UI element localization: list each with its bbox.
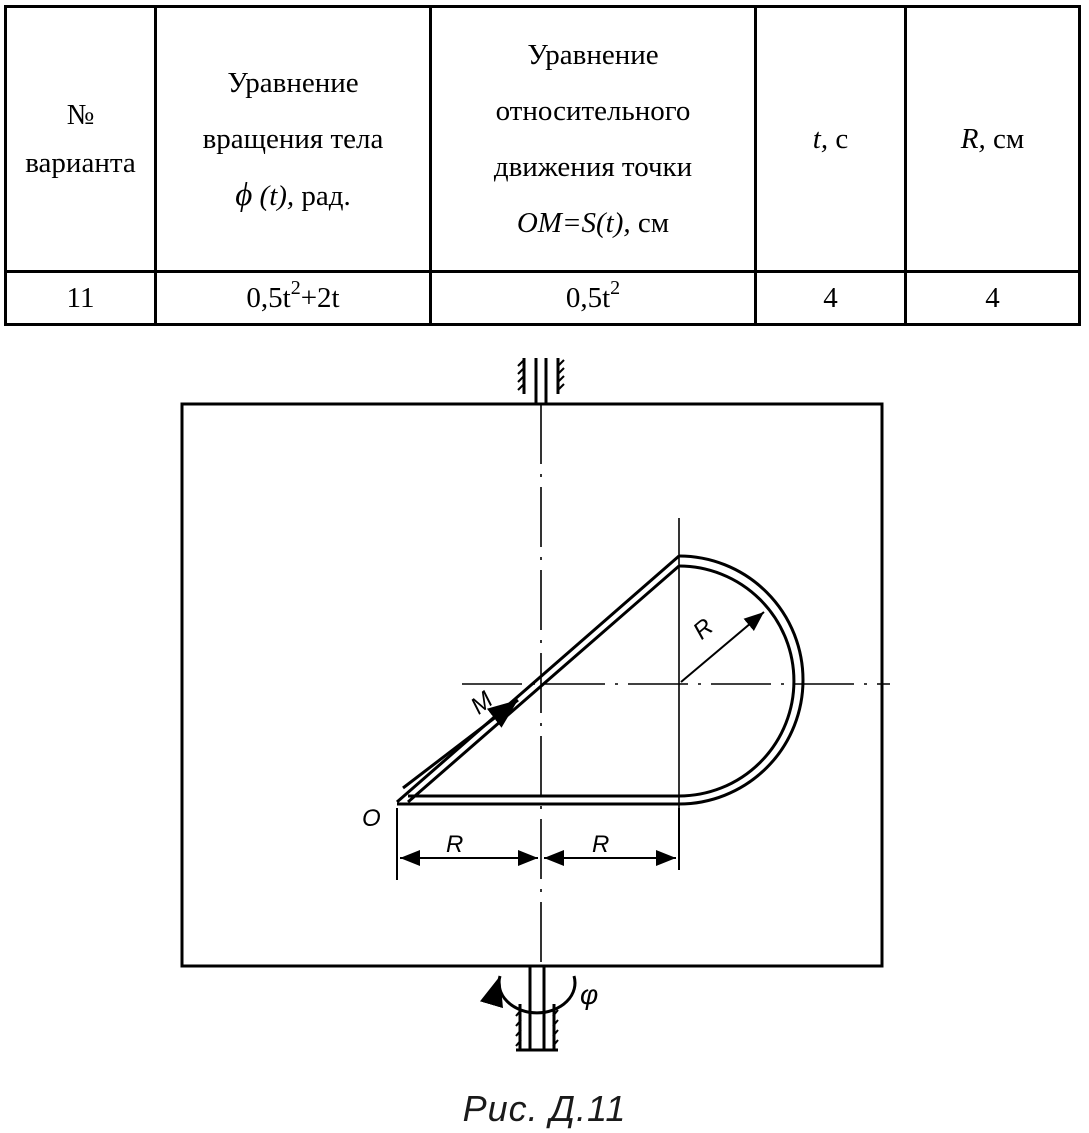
rotation-arrow (480, 975, 577, 1015)
radius-symbol: R, (960, 123, 986, 155)
header-relative-line2: относительного (495, 95, 691, 127)
radius-arrow (680, 611, 765, 683)
rotation-tail: +2t (300, 282, 340, 314)
header-time: t, с (754, 5, 907, 273)
relative-unit: см (637, 207, 670, 239)
header-relative-line3: движения точки (493, 151, 693, 183)
top-bearing (517, 358, 565, 404)
figure-caption: Рис. Д.11 (462, 1088, 627, 1129)
label-phi: φ (580, 979, 598, 1010)
relative-expression: OM=S(t), (516, 207, 631, 239)
label-r-arc: R (688, 613, 719, 645)
header-relative-motion-equation: Уравнение относительного движения точки … (429, 5, 757, 273)
dimension-lines (396, 808, 680, 880)
relative-motion-arrow (402, 698, 519, 790)
header-variant-no-sign: № (66, 99, 95, 131)
rotation-unit: рад. (301, 179, 351, 212)
cell-variant: 11 (4, 270, 157, 326)
time-symbol: t, (812, 123, 829, 155)
mechanism-figure: O M R R R φ (0, 340, 1089, 1133)
label-r-right: R (592, 831, 609, 858)
cell-time: 4 (754, 270, 907, 326)
table-header-row: № варианта Уравнение вращения тела ϕ (t)… (4, 5, 1081, 273)
bottom-bearing (515, 966, 559, 1052)
variant-table: № варианта Уравнение вращения тела ϕ (t)… (4, 5, 1081, 326)
relative-exponent: 2 (610, 277, 621, 300)
header-rotation-line2: вращения тела (202, 122, 384, 155)
mechanism-drawing: O M R R R φ (180, 358, 890, 1052)
channel (396, 554, 805, 806)
table-row: 11 0,5t2+2t 0,5t2 4 4 (4, 270, 1081, 326)
rotation-exponent: 2 (290, 277, 301, 300)
header-relative-line1: Уравнение (527, 39, 659, 71)
header-rotation-line3: ϕ (t), рад. (157, 167, 429, 224)
header-rotation-equation: Уравнение вращения тела ϕ (t), рад. (154, 5, 432, 273)
rotating-plate (180, 402, 884, 968)
rotation-argument: (t), (259, 179, 295, 212)
label-o: O (362, 805, 381, 832)
header-variant-no: № варианта (4, 5, 157, 273)
time-unit: с (835, 123, 849, 155)
relative-base: 0,5t (565, 282, 611, 314)
phi-symbol: ϕ (235, 176, 253, 213)
radius-unit: см (992, 123, 1025, 155)
label-r-left: R (446, 831, 463, 858)
header-rotation-line1: Уравнение (227, 66, 359, 99)
header-radius: R, см (904, 5, 1081, 273)
cell-rotation: 0,5t2+2t (154, 270, 432, 326)
label-m: M (466, 686, 498, 720)
cell-radius: 4 (904, 270, 1081, 326)
header-relative-line4: OM=S(t), см (432, 195, 754, 251)
rotation-base: 0,5t (246, 282, 291, 314)
header-variant-no-word: варианта (25, 147, 136, 179)
cell-relative: 0,5t2 (429, 270, 757, 326)
